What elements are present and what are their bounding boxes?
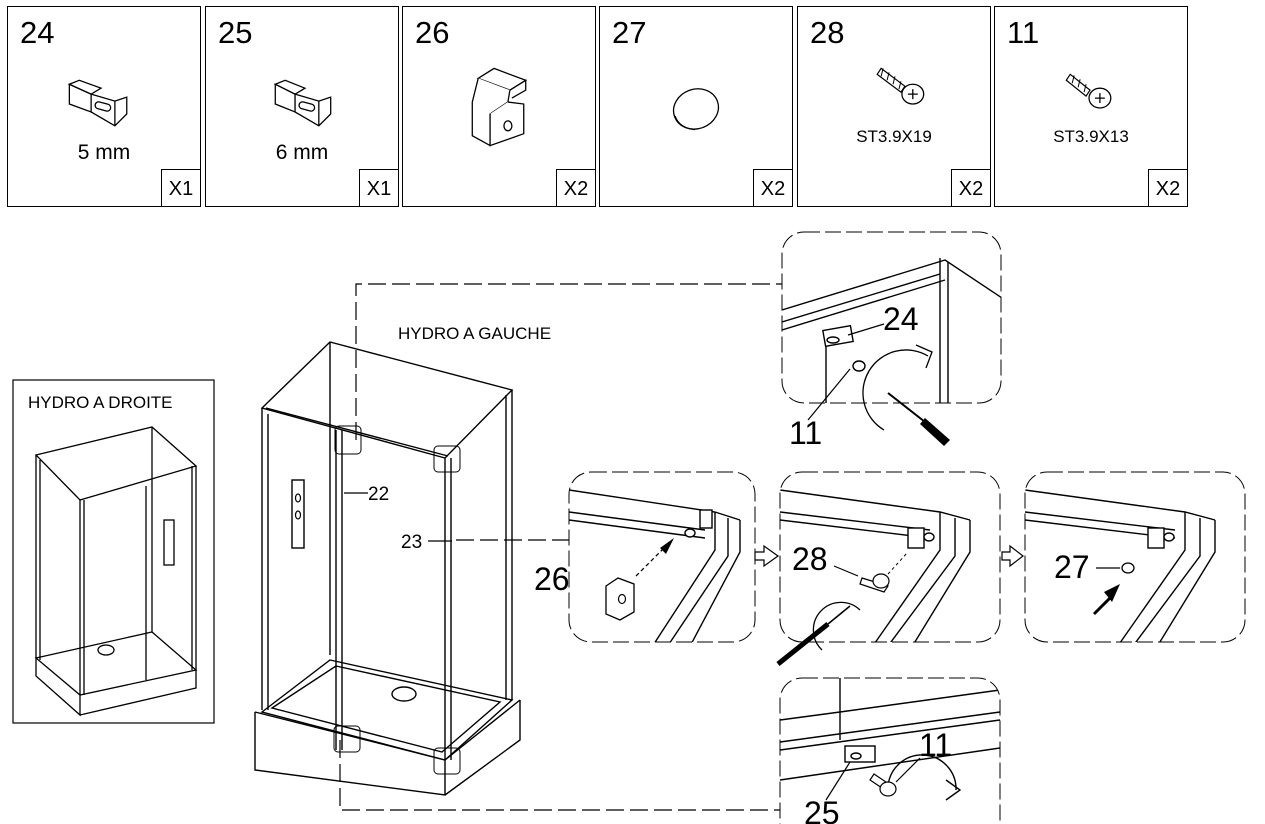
detail-step-2: 28: [776, 471, 1001, 666]
detail-step-3: 27: [1024, 471, 1246, 643]
callout-22: 22: [368, 484, 389, 505]
part-number: 26: [415, 15, 450, 50]
part-number: 25: [218, 15, 253, 50]
callout-25: 25: [804, 795, 840, 824]
callout-28: 28: [792, 541, 828, 577]
callout-11-top: 11: [789, 415, 822, 451]
part-quantity: X2: [753, 169, 793, 207]
callout-23: 23: [401, 532, 422, 553]
part-number: 28: [810, 15, 845, 50]
parts-list: 24 5 mm X1 25 6 mm X1 26: [7, 6, 1189, 209]
part-cell-28: 28 ST3.9X19 X2: [797, 6, 991, 207]
detail-markers: [333, 425, 461, 775]
part-quantity: X1: [161, 169, 201, 207]
variant-left-label: HYDRO A GAUCHE: [398, 324, 551, 343]
cap-icon: [672, 88, 720, 131]
part-number: 27: [612, 15, 647, 50]
part-quantity: X2: [1148, 169, 1188, 207]
part-number: 24: [20, 15, 55, 50]
variant-right-inset: HYDRO A DROITE: [12, 379, 215, 724]
part-cell-11: 11 ST3.9X13 X2: [994, 6, 1188, 207]
part-quantity: X1: [359, 169, 399, 207]
part-cell-27: 27 X2: [599, 6, 793, 207]
part-spec: ST3.9X19: [856, 127, 932, 146]
callout-27: 27: [1054, 549, 1090, 585]
detail-bottom: 11 25: [779, 677, 1001, 824]
part-number: 11: [1007, 15, 1040, 50]
callout-24: 24: [883, 301, 919, 337]
part-size: 5 mm: [77, 141, 131, 164]
screw-icon: [1065, 73, 1112, 109]
clip-bracket-icon: [67, 79, 128, 127]
detail-top: 24 11: [781, 231, 1002, 451]
clip-bracket-icon: [273, 79, 332, 127]
part-cell-25: 25 6 mm X1: [205, 6, 399, 207]
part-quantity: X2: [556, 169, 596, 207]
screw-icon: [876, 67, 925, 105]
part-spec: ST3.9X13: [1053, 127, 1129, 146]
hook-bracket-icon: [471, 67, 528, 147]
shower-cabin-main: [254, 341, 521, 796]
part-cell-26: 26 X2: [402, 6, 596, 207]
callout-26: 26: [534, 561, 570, 597]
part-quantity: X2: [951, 169, 991, 207]
variant-right-label: HYDRO A DROITE: [28, 393, 173, 412]
assembly-diagram: HYDRO A DROITE HYDRO A GAUCHE: [12, 231, 1246, 824]
detail-step-1: 26: [534, 471, 756, 643]
part-cell-24: 24 5 mm X1: [7, 6, 201, 207]
callout-11-bottom: 11: [919, 727, 952, 763]
step-arrow-icon: [754, 544, 1024, 568]
part-size: 6 mm: [275, 141, 329, 164]
